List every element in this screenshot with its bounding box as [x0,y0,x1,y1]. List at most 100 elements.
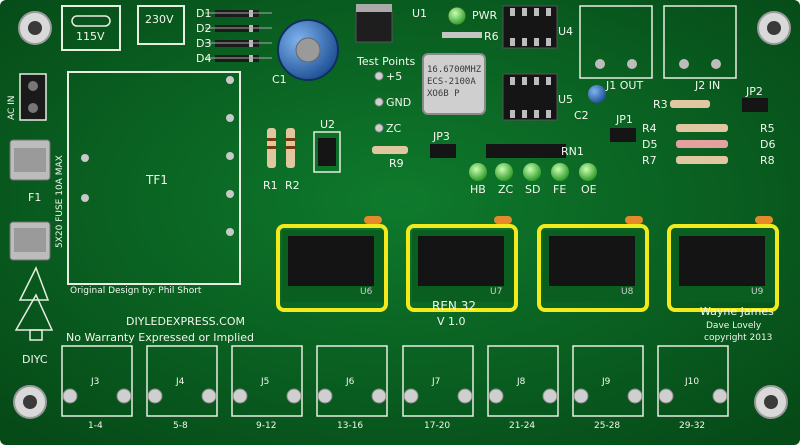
capacitor-c2 [588,85,606,103]
rj45-holes [62,388,728,404]
label-fuse: 5X20 FUSE 10A MAX [55,155,65,248]
j1-outline [579,5,653,79]
range-29-32: 29-32 [679,421,706,431]
label-d3: D3 [196,37,212,50]
label-d1: D1 [196,7,212,20]
label-r4: R4 [642,122,657,135]
label-ac-in: AC IN [7,95,17,120]
driver-u8 [537,216,649,312]
warranty-label: No Warranty Expressed or Implied [66,331,255,344]
site-label: DIYLEDEXPRESS.COM [126,315,245,328]
label-u6: U6 [360,287,373,297]
label-u8: U8 [621,287,634,297]
jumper-jp3 [430,144,456,158]
crystal-line-2: ECS-2100A [427,77,476,87]
label-r1: R1 [263,179,278,192]
status-leds [469,163,597,181]
test-point [374,71,384,81]
range-9-12: 9-12 [256,421,277,431]
label-rn1: RN1 [561,145,584,158]
regulator-u1 [355,9,393,43]
led-sd: SD [525,183,541,196]
label-u4: U4 [558,25,574,38]
ac-terminal [19,73,47,121]
rj45-j8: J8 [517,377,526,387]
driver-u6 [276,216,388,312]
label-u9: U9 [751,287,764,297]
transformer-outline [67,71,241,285]
rj45-j9: J9 [602,377,611,387]
label-r7: R7 [642,154,657,167]
diyc-logo [14,266,54,341]
jumper-jp2 [742,98,768,112]
diyc-text: DIYC [22,353,48,366]
author-1: Wayne James [700,305,774,318]
power-led [447,6,467,26]
test-point-gnd: GND [386,96,412,109]
label-115v: 115V [76,30,105,43]
copyright: copyright 2013 [704,333,773,343]
test-points-title: Test Points [357,55,416,68]
right-resistors [670,100,728,164]
label-r9: R9 [389,157,404,170]
voltage-box-115 [61,5,121,51]
range-17-20: 17-20 [424,421,451,431]
rj45-footprints [61,345,729,417]
range-5-8: 5-8 [173,421,188,431]
label-jp2: JP2 [746,85,763,98]
product-label: REN 32 [432,299,476,313]
label-c2: C2 [574,109,589,122]
led-zc: ZC [498,183,514,196]
voltage-box-230 [137,5,185,45]
label-u5: U5 [558,93,574,106]
version-label: V 1.0 [437,315,466,328]
label-r6: R6 [484,30,499,43]
rj45-j4: J4 [176,377,185,387]
label-r8: R8 [760,154,775,167]
test-point [374,97,384,107]
label-tf1: TF1 [146,173,168,187]
label-u2: U2 [320,118,336,131]
range-25-28: 25-28 [594,421,621,431]
led-fe: FE [553,183,567,196]
crystal-line-3: XO6B P [427,89,460,99]
crystal-oscillator [422,53,486,115]
driver-u7 [406,216,518,312]
design-credit: Original Design by: Phil Short [70,286,202,296]
label-d2: D2 [196,22,212,35]
author-2: Dave Lovely [706,321,762,331]
resistor-r9 [372,146,408,154]
range-21-24: 21-24 [509,421,536,431]
label-u1: U1 [412,7,428,20]
rj45-j6: J6 [346,377,355,387]
opto-u2 [313,131,341,173]
label-u7: U7 [490,287,503,297]
resistor-network [486,144,566,158]
crystal-line-1: 16.6700MHZ [427,65,482,75]
label-r5: R5 [760,122,775,135]
label-r2: R2 [285,179,300,192]
label-230v: 230V [145,13,174,26]
range-1-4: 1-4 [88,421,103,431]
label-d6: D6 [760,138,776,151]
diode-bank [205,10,272,62]
test-point-5v: +5 [386,70,403,83]
test-point [374,123,384,133]
label-jp1: JP1 [616,113,633,126]
rj45-j10: J10 [685,377,700,387]
label-jp3: JP3 [433,130,450,143]
j2-outline [663,5,737,79]
label-d4: D4 [196,52,212,65]
label-c1: C1 [272,73,287,86]
rj45-j3: J3 [91,377,100,387]
label-pwr: PWR [472,9,498,22]
jumper-jp1 [610,128,636,142]
range-13-16: 13-16 [337,421,364,431]
label-d5: D5 [642,138,658,151]
mounting-holes [13,11,791,419]
rj45-j7: J7 [432,377,441,387]
label-j2-in: J2 IN [695,79,721,92]
